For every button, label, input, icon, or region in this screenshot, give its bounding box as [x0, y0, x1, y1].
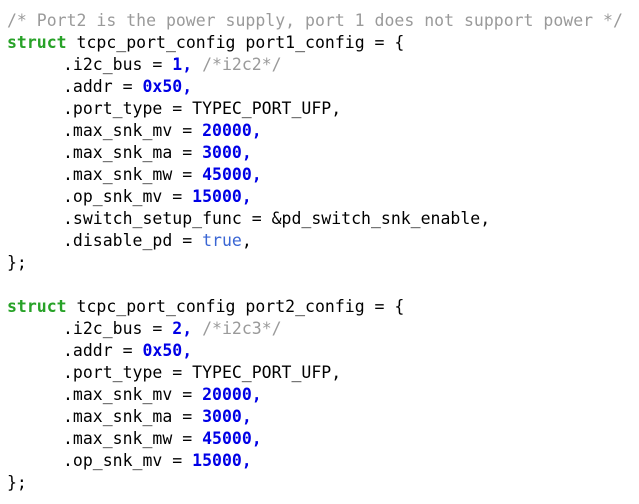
code-token-number: 20000, — [202, 385, 262, 404]
code-token-plain: .switch_setup_func = &pd_switch_snk_enab… — [63, 209, 491, 228]
code-line: .max_snk_ma = 3000, — [7, 142, 639, 164]
code-line: .switch_setup_func = &pd_switch_snk_enab… — [7, 208, 639, 230]
code-token-plain: .i2c_bus = — [63, 319, 173, 338]
code-token-plain: tcpc_port_config port1_config = { — [66, 33, 405, 52]
code-line: }; — [7, 472, 639, 494]
code-token-plain: .port_type = TYPEC_PORT_UFP, — [63, 363, 342, 382]
code-line: .addr = 0x50, — [7, 340, 639, 362]
code-token-number: 2, — [172, 319, 193, 338]
code-line: .max_snk_mw = 45000, — [7, 428, 639, 450]
code-line: .op_snk_mv = 15000, — [7, 450, 639, 472]
code-token-plain: .port_type = TYPEC_PORT_UFP, — [63, 99, 342, 118]
code-token-number: 1, — [172, 55, 193, 74]
code-token-number: 45000, — [202, 165, 262, 184]
code-line: .i2c_bus = 2, /*i2c3*/ — [7, 318, 639, 340]
code-token-comment: /*i2c2*/ — [202, 55, 282, 74]
code-token-keyword: struct — [7, 297, 67, 316]
code-line: struct tcpc_port_config port1_config = { — [7, 32, 639, 54]
code-token-plain — [192, 55, 202, 74]
code-token-plain: .max_snk_mv = — [63, 385, 203, 404]
code-line: }; — [7, 252, 639, 274]
code-token-number: 0x50, — [142, 341, 193, 360]
code-token-plain: .op_snk_mv = — [63, 451, 193, 470]
code-token-plain: , — [241, 231, 252, 250]
code-line — [7, 274, 639, 296]
code-line: .disable_pd = true, — [7, 230, 639, 252]
code-token-comment: /* Port2 is the power supply, port 1 doe… — [7, 11, 623, 30]
code-token-number: 3000, — [202, 143, 252, 162]
code-token-plain: }; — [7, 253, 27, 272]
code-token-plain: .op_snk_mv = — [63, 187, 193, 206]
code-token-plain: .max_snk_mw = — [63, 429, 203, 448]
code-line: .port_type = TYPEC_PORT_UFP, — [7, 362, 639, 384]
code-line: .port_type = TYPEC_PORT_UFP, — [7, 98, 639, 120]
code-token-boolean: true — [202, 231, 242, 250]
code-token-number: 15000, — [192, 187, 252, 206]
code-token-plain: .addr = — [63, 77, 143, 96]
code-token-plain — [192, 319, 202, 338]
code-line: .max_snk_mv = 20000, — [7, 384, 639, 406]
code-token-plain: .max_snk_mv = — [63, 121, 203, 140]
code-line: /* Port2 is the power supply, port 1 doe… — [7, 10, 639, 32]
code-token-number: 0x50, — [142, 77, 193, 96]
code-token-plain: .i2c_bus = — [63, 55, 173, 74]
code-line: .max_snk_mv = 20000, — [7, 120, 639, 142]
code-line: .max_snk_mw = 45000, — [7, 164, 639, 186]
code-token-plain: .max_snk_ma = — [63, 407, 203, 426]
code-token-comment: /*i2c3*/ — [202, 319, 282, 338]
code-line: .addr = 0x50, — [7, 76, 639, 98]
code-token-plain: tcpc_port_config port2_config = { — [66, 297, 405, 316]
code-token-plain: .max_snk_mw = — [63, 165, 203, 184]
code-token-number: 20000, — [202, 121, 262, 140]
code-token-plain: }; — [7, 473, 27, 492]
code-token-plain: .disable_pd = — [63, 231, 203, 250]
code-token-number: 45000, — [202, 429, 262, 448]
code-token-plain: .max_snk_ma = — [63, 143, 203, 162]
code-token-keyword: struct — [7, 33, 67, 52]
code-token-number: 3000, — [202, 407, 252, 426]
code-line: .max_snk_ma = 3000, — [7, 406, 639, 428]
code-line: struct tcpc_port_config port2_config = { — [7, 296, 639, 318]
code-line: .op_snk_mv = 15000, — [7, 186, 639, 208]
code-token-plain: .addr = — [63, 341, 143, 360]
code-line: .i2c_bus = 1, /*i2c2*/ — [7, 54, 639, 76]
code-token-number: 15000, — [192, 451, 252, 470]
